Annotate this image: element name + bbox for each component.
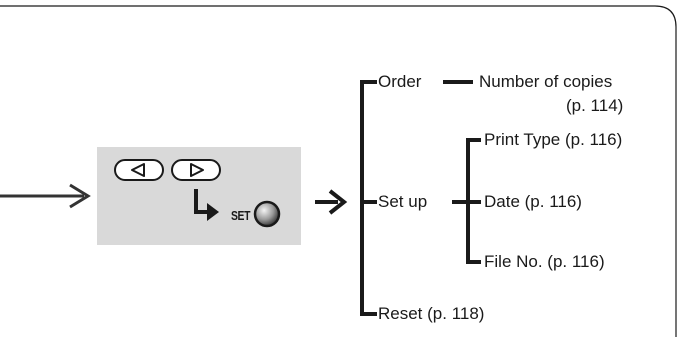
right-arrow-key-icon[interactable] <box>171 159 221 181</box>
menu-item-setup: Set up <box>378 192 428 211</box>
setup-sub-print-type: Print Type (p. 116) <box>484 130 623 149</box>
hook-arrow-icon <box>194 189 219 221</box>
flow-arrow-icon <box>0 183 91 209</box>
menu-item-order: Order <box>378 72 422 91</box>
menu-item-reset: Reset (p. 118) <box>378 304 485 323</box>
flow-arrow-icon <box>315 189 348 215</box>
order-sub-number-of-copies: Number of copies <box>479 72 613 91</box>
menu-tree-lines <box>360 80 481 316</box>
set-button-icon[interactable] <box>253 200 281 228</box>
order-sub-page-ref: (p. 114) <box>566 96 624 115</box>
setup-sub-file-no: File No. (p. 116) <box>484 252 605 271</box>
set-label: SET <box>231 208 251 223</box>
setup-sub-date: Date (p. 116) <box>484 192 582 211</box>
left-arrow-key-icon[interactable] <box>114 159 164 181</box>
frame-border <box>0 5 677 337</box>
